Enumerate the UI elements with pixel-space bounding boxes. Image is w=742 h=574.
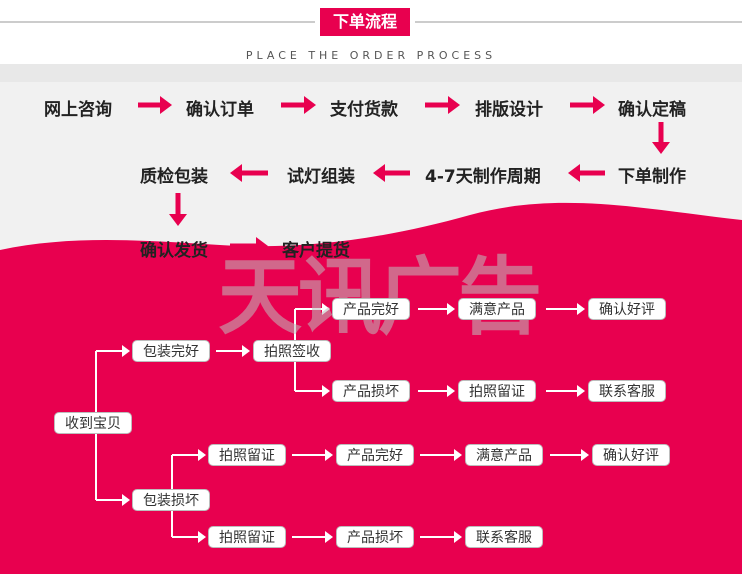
box-good-contact-service: 联系客服 <box>588 380 666 402</box>
box-package-good: 包装完好 <box>132 340 210 362</box>
arrowhead-0 <box>160 96 172 114</box>
arrowhead-14 <box>242 345 250 357</box>
box-good-photo-evidence: 拍照留证 <box>458 380 536 402</box>
arrowhead-19 <box>447 303 455 315</box>
box-photo-sign: 拍照签收 <box>253 340 331 362</box>
page-subtitle: PLACE THE ORDER PROCESS <box>245 49 497 62</box>
arrowhead-16 <box>322 303 330 315</box>
step-online-consult: 网上咨询 <box>44 100 112 120</box>
arrowhead-18 <box>322 385 330 397</box>
arrowhead-2 <box>448 96 460 114</box>
box-damaged-photo-evidence-1: 拍照留证 <box>208 444 286 466</box>
step-confirm-final: 确认定稿 <box>618 100 686 120</box>
step-production: 下单制作 <box>618 167 686 187</box>
arrowhead-6 <box>373 164 385 182</box>
arrowhead-3 <box>593 96 605 114</box>
box-good-satisfied: 满意产品 <box>458 298 536 320</box>
box-damaged-product-ok: 产品完好 <box>336 444 414 466</box>
page-title: 下单流程 <box>320 8 410 36</box>
grey-band <box>0 82 742 250</box>
arrowhead-22 <box>577 385 585 397</box>
box-damaged-satisfied: 满意产品 <box>465 444 543 466</box>
arrowhead-5 <box>568 164 580 182</box>
step-production-cycle: 4-7天制作周期 <box>425 167 541 187</box>
arrowhead-28 <box>454 449 462 461</box>
step-pickup: 客户提货 <box>282 241 350 261</box>
step-ship: 确认发货 <box>140 241 208 261</box>
box-damaged-review: 确认好评 <box>592 444 670 466</box>
arrowhead-30 <box>325 531 333 543</box>
arrowhead-20 <box>577 303 585 315</box>
arrowhead-26 <box>198 531 206 543</box>
box-good-product-damaged: 产品损坏 <box>332 380 410 402</box>
top-divider-band <box>0 64 742 86</box>
step-qc-pack: 质检包装 <box>140 167 208 187</box>
step-layout-design: 排版设计 <box>475 100 543 120</box>
box-package-damaged: 包装损坏 <box>132 489 210 511</box>
box-received: 收到宝贝 <box>54 412 132 434</box>
arrowhead-29 <box>581 449 589 461</box>
box-good-product-ok: 产品完好 <box>332 298 410 320</box>
step-confirm-order: 确认订单 <box>186 100 254 120</box>
box-damaged-contact-service: 联系客服 <box>465 526 543 548</box>
box-damaged-photo-evidence-2: 拍照留证 <box>208 526 286 548</box>
step-test-assemble: 试灯组装 <box>287 167 355 187</box>
arrowhead-31 <box>454 531 462 543</box>
step-pay: 支付货款 <box>330 100 398 120</box>
arrowhead-9 <box>256 237 268 255</box>
arrowhead-1 <box>304 96 316 114</box>
arrowhead-27 <box>325 449 333 461</box>
arrowhead-13 <box>122 494 130 506</box>
arrowhead-4 <box>652 142 670 154</box>
arrowhead-24 <box>198 449 206 461</box>
arrowhead-7 <box>230 164 242 182</box>
arrowhead-11 <box>122 345 130 357</box>
arrowhead-21 <box>447 385 455 397</box>
watermark: 天讯广告 <box>218 248 542 346</box>
flow-arrows <box>95 96 670 543</box>
box-damaged-product-damaged: 产品损坏 <box>336 526 414 548</box>
arrowhead-8 <box>169 214 187 226</box>
box-good-review: 确认好评 <box>588 298 666 320</box>
